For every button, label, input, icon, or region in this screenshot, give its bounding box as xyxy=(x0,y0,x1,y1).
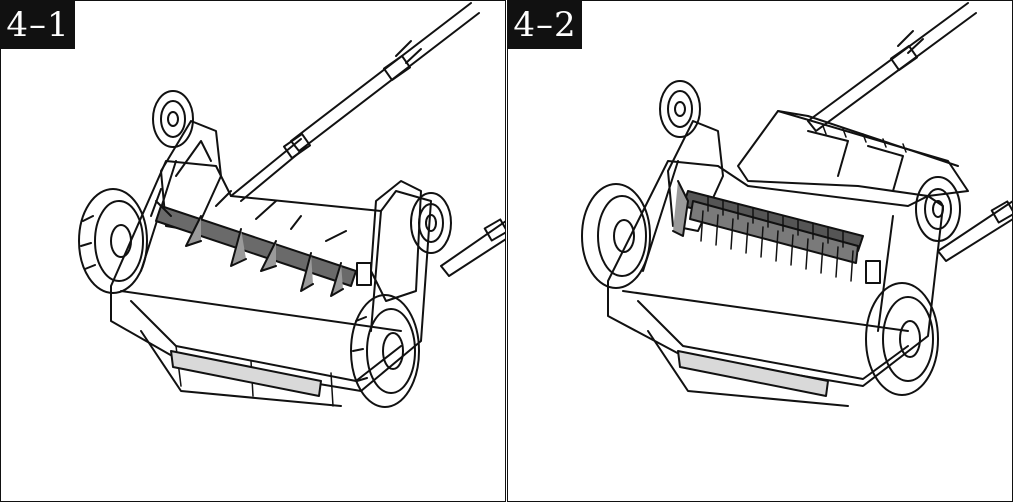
handle-bar xyxy=(230,2,480,202)
figure-label: 4–2 xyxy=(508,1,582,49)
handle-bar-right xyxy=(937,200,1012,262)
scarifier-drawing xyxy=(78,2,505,408)
aerator-drawing xyxy=(581,2,1012,407)
figure-4-2: 4–2 xyxy=(507,0,1013,502)
deck-cover xyxy=(737,110,969,197)
rear-left-wheel xyxy=(152,90,194,148)
front-right-wheel xyxy=(865,282,939,396)
side-plate-left xyxy=(667,120,724,232)
deck-body xyxy=(110,160,432,407)
rear-right-wheel xyxy=(915,176,961,242)
rear-left-wheel xyxy=(659,80,701,138)
side-plate-left xyxy=(160,120,222,232)
figure-4-1: 4–1 xyxy=(0,0,506,502)
deck-body xyxy=(607,160,944,407)
handle-bar-right xyxy=(440,218,505,277)
rear-right-wheel xyxy=(410,192,452,254)
front-right-wheel xyxy=(350,294,420,408)
figure-label: 4–1 xyxy=(1,1,75,49)
handle-bar xyxy=(807,2,977,132)
side-plate-right xyxy=(356,180,422,302)
front-left-wheel xyxy=(78,188,148,294)
front-left-wheel xyxy=(581,183,651,289)
scarifier-roller xyxy=(150,188,357,297)
aerator-roller xyxy=(672,180,864,282)
